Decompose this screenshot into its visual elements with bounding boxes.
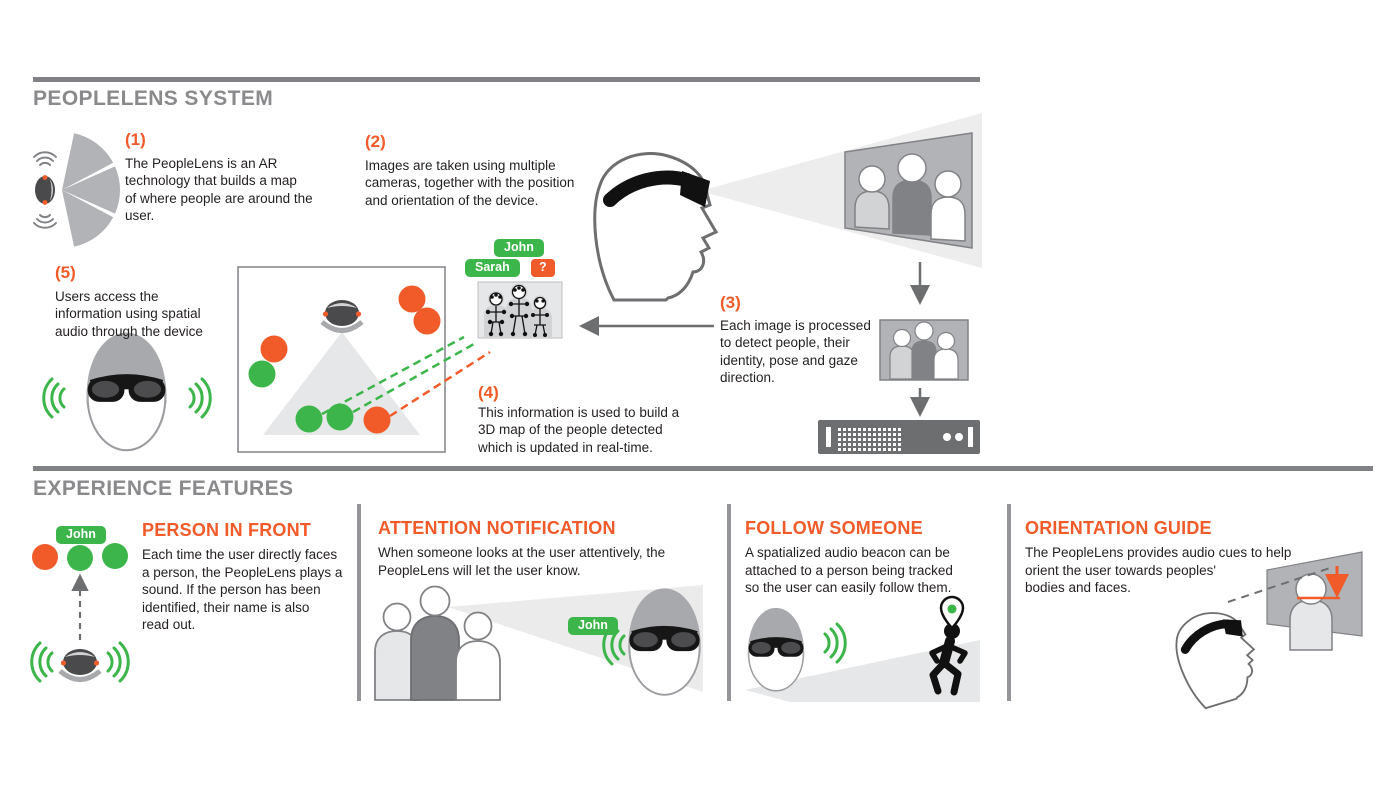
signal-waves-icon [33, 214, 57, 229]
step-1-text: The PeopleLens is an AR technology that … [125, 156, 313, 223]
feature-4-title: ORIENTATION GUIDE [1025, 518, 1212, 538]
people-group-panel [844, 132, 973, 249]
gaze-dashed-line [1227, 567, 1331, 603]
feature-separator [357, 504, 361, 701]
user-head-profile [595, 154, 716, 300]
3d-map [237, 266, 491, 453]
dashed-links [321, 335, 491, 418]
feature-separator [1007, 504, 1011, 701]
feature-4-text: The PeopleLens provides audio cues to he… [1025, 545, 1292, 596]
label-sarah-pill: Sarah [465, 259, 520, 277]
features-section-rule [33, 466, 1373, 471]
walking-person-icon [929, 623, 968, 696]
signal-waves-icon [33, 151, 57, 166]
feature-2-john-pill: John [568, 617, 618, 635]
audio-waves-icon [106, 641, 130, 683]
step-3-number: (3) [720, 293, 741, 312]
scanning-user-icon [33, 133, 121, 247]
audio-waves-icon [823, 622, 847, 664]
audio-waves-icon [30, 641, 54, 683]
features-section-title: EXPERIENCE FEATURES [33, 477, 294, 500]
beacon-pin-icon [939, 595, 965, 630]
feature-separator [727, 504, 731, 701]
step-1-number: (1) [125, 130, 146, 149]
pose-detection-image [477, 281, 563, 339]
follow-someone-icon [745, 595, 980, 702]
system-section-rule [33, 77, 980, 82]
feature-2-title: ATTENTION NOTIFICATION [378, 518, 616, 538]
step-2-number: (2) [365, 132, 386, 151]
label-john-pill: John [494, 239, 544, 257]
feature-1-john-pill: John [56, 526, 106, 544]
feature-2-text: When someone looks at the user attentive… [378, 545, 666, 578]
feature-1-title: PERSON IN FRONT [142, 520, 312, 540]
step-5-number: (5) [55, 263, 76, 282]
feature-3-text: A spatialized audio beacon can be attach… [745, 545, 953, 596]
feature-1-text: Each time the user directly faces a pers… [142, 547, 343, 633]
processed-image [879, 319, 969, 381]
user-top-view-icon [60, 649, 100, 680]
label-unknown-pill: ? [531, 259, 555, 277]
system-section-title: PEOPLELENS SYSTEM [33, 87, 274, 110]
step-5-text: Users access the information using spati… [55, 289, 203, 339]
step-4-text: This information is used to build a 3D m… [478, 405, 680, 455]
step-3-text: Each image is processed to detect people… [720, 318, 871, 385]
person-in-front-icon [30, 543, 130, 683]
step-2-text: Images are taken using multiple cameras,… [365, 158, 575, 208]
compute-server-icon [818, 420, 980, 454]
audio-waves-icon [188, 377, 212, 419]
map-dots [248, 285, 441, 434]
spatial-audio-user-icon [42, 333, 212, 451]
audio-waves-icon [42, 377, 66, 419]
step-4-number: (4) [478, 383, 499, 402]
feature-3-title: FOLLOW SOMEONE [745, 518, 923, 538]
orientation-guide-icon [1168, 551, 1363, 712]
user-head-profile [1168, 603, 1266, 712]
attention-notification-icon [374, 585, 703, 701]
